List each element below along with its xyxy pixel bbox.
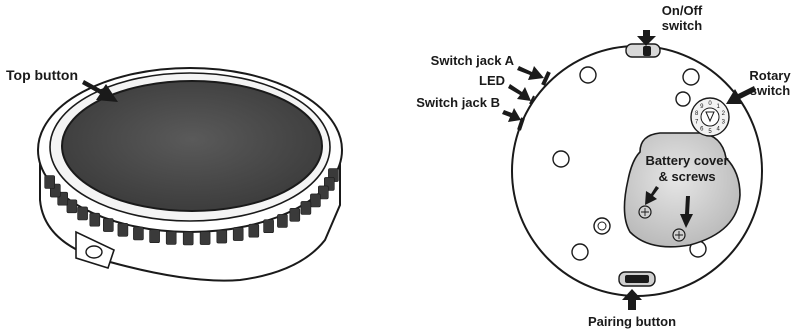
rotary-digit: 3 (722, 120, 726, 126)
side-slot (232, 227, 244, 241)
side-slot (149, 229, 160, 243)
side-slot (216, 229, 228, 244)
rotary-digit: 9 (700, 104, 704, 110)
mount-hole-mid-right (675, 91, 691, 107)
top-button (61, 80, 323, 212)
on-off-label-line2: switch (661, 18, 703, 33)
rotary-digit: 6 (700, 127, 704, 133)
side-slot (199, 231, 211, 245)
mount-hole-top-right (682, 68, 700, 86)
rotary-digit: 7 (695, 120, 699, 126)
side-slot (317, 185, 329, 200)
rotary-digit: 2 (722, 111, 726, 117)
side-slot (289, 208, 301, 222)
battery-arrow-left (645, 186, 659, 205)
side-slot (300, 201, 312, 215)
switch-jack-a-arrow (517, 66, 544, 80)
switch-jack-a-label: Switch jack A (430, 53, 514, 68)
on-off-arrow (637, 30, 656, 46)
battery-screw-right-cross (675, 231, 683, 239)
led-arrow (508, 84, 531, 101)
top-button-label: Top button (6, 67, 79, 83)
battery-screw-left-cross (641, 208, 649, 216)
rotary-switch-inner (700, 107, 720, 127)
side-connector-knob (85, 245, 103, 259)
mount-hole-bottom-left-inner (597, 221, 607, 231)
rotary-switch-pointer (705, 111, 715, 123)
jack-b-mark (517, 117, 525, 131)
battery-label-line1: Battery cover (645, 153, 729, 168)
pairing-button-key (625, 275, 649, 283)
rotary-label-line1: Rotary (749, 68, 791, 83)
side-slot (89, 212, 101, 227)
side-slot (165, 231, 177, 245)
rotary-digit: 1 (717, 104, 721, 110)
side-slot (263, 219, 274, 233)
side-slots (44, 168, 339, 246)
mount-hole-mid-left (552, 150, 570, 168)
side-slot (66, 199, 78, 214)
rotary-digit: 5 (708, 129, 712, 135)
rotary-digit: 4 (717, 127, 721, 133)
side-slot (117, 223, 129, 237)
side-slot (77, 206, 88, 221)
on-off-label-line1: On/Off (661, 3, 703, 18)
side-slot (248, 223, 260, 238)
side-slot (182, 231, 194, 246)
jack-a-mark (541, 71, 551, 86)
on-off-switch-slider (643, 46, 651, 56)
side-slot (103, 218, 114, 232)
switch-jack-b-arrow (502, 108, 521, 122)
side-slot (44, 175, 56, 189)
battery-arrow-right (680, 196, 693, 228)
battery-label-line2: & screws (658, 169, 716, 184)
pairing-arrow (622, 289, 642, 310)
puck-device (37, 67, 343, 282)
mount-hole-lower-left (571, 243, 589, 261)
pairing-button-label: Pairing button (587, 314, 677, 329)
led-label: LED (479, 73, 505, 88)
side-slot (133, 226, 144, 241)
top-button-arrow (82, 80, 118, 102)
led-mark (529, 95, 535, 105)
rotary-digit: 0 (708, 101, 712, 107)
side-slot (277, 214, 288, 228)
switch-jack-b-label: Switch jack B (416, 95, 500, 110)
rotary-digit: 8 (695, 111, 699, 117)
rotary-label-line2: switch (749, 83, 791, 98)
mount-hole-top-left (579, 66, 597, 84)
side-slot (310, 193, 321, 208)
rotary-arrow (726, 86, 756, 104)
